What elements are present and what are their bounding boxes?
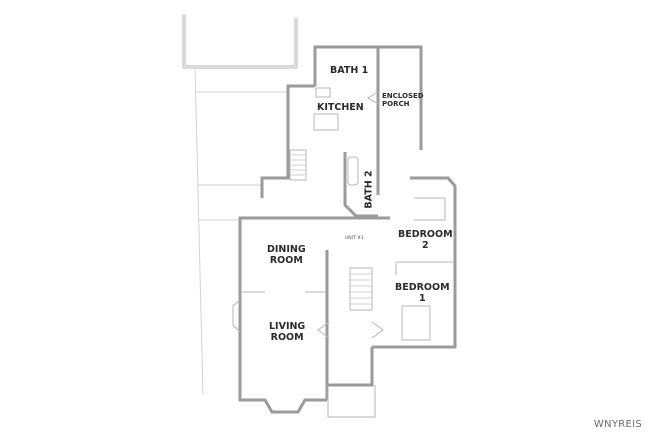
- kitchen-island: [313, 113, 339, 131]
- room-label-enclosed-porch: ENCLOSED PORCH: [382, 92, 424, 108]
- room-label-bedroom2: BEDROOM 2: [398, 229, 453, 251]
- watermark: WNYREIS: [593, 419, 642, 430]
- room-label-bath2: BATH 2: [363, 170, 375, 209]
- bedroom1-bed: [401, 305, 431, 341]
- stove: [315, 87, 331, 98]
- room-label-living: LIVING ROOM: [269, 321, 305, 343]
- bedroom1-label-line1: BEDROOM: [395, 282, 450, 293]
- porch-label-line1: ENCLOSED: [382, 92, 424, 100]
- porch-door: [367, 91, 379, 105]
- porch-walls: [378, 45, 423, 150]
- porch-label-line2: PORCH: [382, 100, 410, 108]
- bedroom1-walls: [372, 262, 457, 349]
- rear-stair: [289, 149, 307, 181]
- dining-label-line2: ROOM: [269, 255, 303, 266]
- dimension-lines: [194, 67, 288, 396]
- front-stair: [349, 267, 373, 311]
- room-label-dining: DINING ROOM: [267, 244, 306, 266]
- living-label-line1: LIVING: [269, 321, 306, 332]
- bedroom2-walls: [410, 176, 457, 262]
- bedroom2-label-line2: 2: [421, 240, 429, 251]
- front-steps: [327, 385, 376, 418]
- unit-label: UNIT #1: [345, 236, 364, 241]
- entry-walls: [328, 347, 374, 387]
- dining-label-line1: DINING: [267, 244, 306, 255]
- kitchen-walls: [260, 84, 315, 198]
- bath1-walls: [313, 45, 380, 88]
- living-label-line2: ROOM: [270, 332, 304, 343]
- bedroom2-bed: [414, 197, 446, 221]
- room-label-bedroom1: BEDROOM 1: [395, 282, 450, 304]
- hall-door: [317, 321, 384, 339]
- dining-living-walls: [238, 216, 327, 414]
- bedroom2-label-line1: BEDROOM: [398, 229, 453, 240]
- bedroom-divider: [395, 261, 455, 275]
- bathtub: [347, 156, 359, 186]
- bath2-walls: [343, 152, 378, 218]
- room-label-kitchen: KITCHEN: [317, 102, 364, 113]
- bay-window: [232, 299, 241, 333]
- garage-outline: [182, 14, 298, 69]
- room-label-bath1: BATH 1: [330, 65, 369, 76]
- bedroom1-label-line2: 1: [418, 293, 426, 304]
